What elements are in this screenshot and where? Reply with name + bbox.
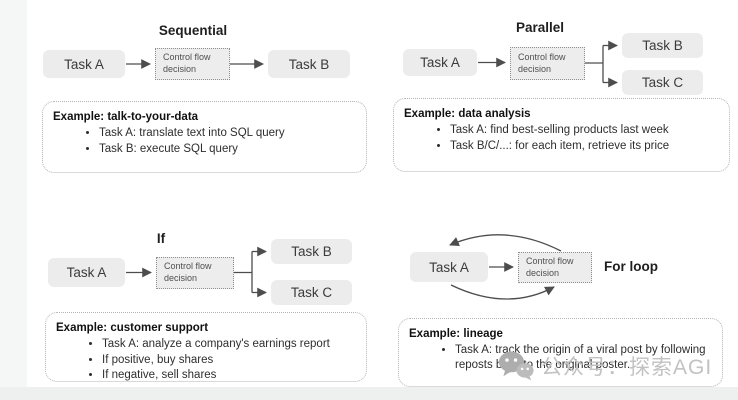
control-label-line2: decision <box>164 273 198 283</box>
example-bullet: Task A: find best-selling products last … <box>450 123 719 138</box>
example-title: Example: data analysis <box>404 108 531 120</box>
example-title: Example: lineage <box>409 328 503 340</box>
if-task-c-node: Task C <box>271 280 352 305</box>
sequential-task-a-node: Task A <box>43 50 125 78</box>
watermark: 公众号：探索AGI <box>498 350 712 381</box>
control-label-line2: decision <box>526 267 560 278</box>
example-bullet: Task A: analyze a company's earnings rep… <box>102 337 356 352</box>
control-label-line2: decision <box>518 63 552 74</box>
example-bullet-list: Task A: translate text into SQL query Ta… <box>53 126 356 156</box>
example-bullet-list: Task A: find best-selling products last … <box>404 123 719 153</box>
control-label-line1: Control flow <box>526 255 574 266</box>
control-label-line1: Control flow <box>163 52 211 63</box>
loop-arc-top <box>449 234 562 252</box>
par-branch-line <box>584 45 604 83</box>
parallel-title: Parallel <box>515 20 565 35</box>
example-bullet: If negative, sell shares <box>102 368 356 383</box>
forloop-control-flow-node: Control flow decision <box>518 252 592 283</box>
parallel-task-a-node: Task A <box>403 49 477 76</box>
forloop-task-a-node: Task A <box>410 252 488 282</box>
example-bullet: If positive, buy shares <box>102 353 356 368</box>
example-bullet-list: Task A: analyze a company's earnings rep… <box>56 337 356 383</box>
control-label-line1: Control flow <box>164 261 212 272</box>
parallel-example-box: Example: data analysis Task A: find best… <box>393 98 730 172</box>
if-branch-line <box>234 251 253 293</box>
forloop-example-box: Example: lineage Task A: track the origi… <box>398 318 723 387</box>
parallel-task-b-node: Task B <box>622 33 703 58</box>
parallel-control-flow-node: Control flow decision <box>510 47 585 80</box>
bottom-background-strip <box>0 387 738 400</box>
forloop-title: For loop <box>604 259 658 274</box>
sequential-example-box: Example: talk-to-your-data Task A: trans… <box>42 101 367 173</box>
wechat-icon <box>498 351 534 381</box>
if-title: If <box>156 231 166 246</box>
example-bullet: Task B/C/...: for each item, retrieve it… <box>450 139 719 154</box>
if-task-a-node: Task A <box>48 258 125 287</box>
example-bullet: Task B: execute SQL query <box>99 142 356 157</box>
control-label-line2: decision <box>163 64 197 74</box>
loop-arc-bottom <box>450 284 555 300</box>
if-task-b-node: Task B <box>271 239 352 264</box>
control-label-line1: Control flow <box>518 51 566 62</box>
if-example-box: Example: customer support Task A: analyz… <box>45 312 367 382</box>
parallel-task-c-node: Task C <box>622 70 703 95</box>
example-title: Example: talk-to-your-data <box>53 111 199 123</box>
example-title: Example: customer support <box>56 322 209 334</box>
sequential-control-flow-node: Control flow decision <box>155 48 230 80</box>
left-background-strip <box>0 0 27 387</box>
example-bullet: Task A: translate text into SQL query <box>99 126 356 141</box>
sequential-title: Sequential <box>158 23 228 38</box>
watermark-text: 公众号：探索AGI <box>541 355 713 379</box>
if-control-flow-node: Control flow decision <box>156 257 234 289</box>
sequential-task-b-node: Task B <box>268 50 350 78</box>
